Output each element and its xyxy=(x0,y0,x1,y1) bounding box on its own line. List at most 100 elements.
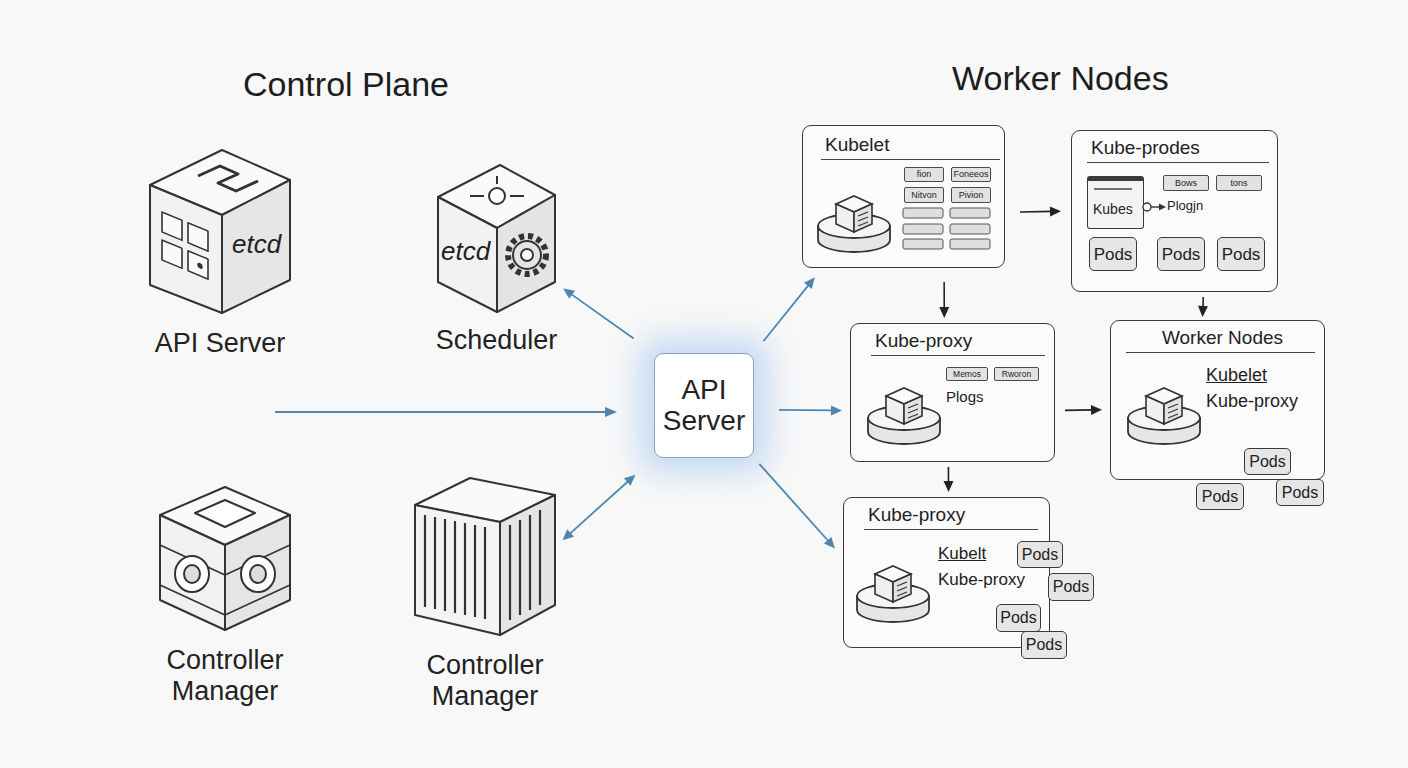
connector-arrow xyxy=(1020,206,1061,216)
pod-box: Pods xyxy=(1196,483,1244,510)
pod-label: Pods xyxy=(1202,489,1238,505)
worker-node-box: KubeletfionFoneeosNitvonPivion xyxy=(802,125,1005,268)
component-caption: Scheduler xyxy=(393,325,600,356)
pod-label: Pods xyxy=(1222,246,1261,263)
arrow-head xyxy=(831,405,842,415)
node-text: Plogs xyxy=(946,388,1026,405)
gear-hole xyxy=(521,249,533,261)
connector-line xyxy=(779,409,833,411)
connector-arrow xyxy=(763,277,814,341)
arrow-head xyxy=(1198,306,1208,317)
tag-pill: tons xyxy=(1216,175,1262,191)
block-top-square xyxy=(195,500,255,527)
cube-right xyxy=(497,195,555,312)
pod-label: Pods xyxy=(1026,637,1062,653)
pod-box: Pods xyxy=(1276,479,1324,506)
block-left xyxy=(160,515,225,630)
pill-label: Pivion xyxy=(959,191,984,200)
grid-square xyxy=(162,212,182,240)
pod-box: Pods xyxy=(1217,237,1265,271)
block-wheel-hub xyxy=(184,565,200,583)
component-icon: etcdAPI Server xyxy=(150,150,290,313)
connector-line xyxy=(759,464,829,542)
connector-line xyxy=(569,481,629,535)
cube-grid xyxy=(162,212,208,279)
pod-box: Pods xyxy=(996,604,1041,632)
pod-label: Pods xyxy=(1094,246,1133,263)
pod-box: Pods xyxy=(1021,631,1067,659)
connector-line xyxy=(1020,211,1052,213)
node-text: Kubelet xyxy=(1206,365,1318,386)
connector-line xyxy=(1202,297,1204,308)
block-right xyxy=(225,515,290,630)
tag-pill: Pivion xyxy=(951,187,991,203)
connector-line xyxy=(1065,409,1093,411)
connector-line xyxy=(570,294,633,339)
component-icon: etcdScheduler xyxy=(438,165,555,312)
node-text: Kubes xyxy=(1093,201,1143,217)
node-label: API Server xyxy=(655,375,753,437)
pod-box: Pods xyxy=(1157,237,1205,271)
block-wheel-hub xyxy=(250,565,266,583)
section-heading: Worker Nodes xyxy=(952,60,1169,97)
connector-arrow xyxy=(759,464,835,548)
api-server-hub: API Server xyxy=(654,353,754,458)
connector-arrow xyxy=(1065,405,1102,415)
section-heading: Control Plane xyxy=(243,66,449,103)
component-caption: Controller Manager xyxy=(385,650,585,712)
pill-label: Nitvon xyxy=(911,191,937,200)
connector-line xyxy=(948,467,950,483)
pill-label: fion xyxy=(917,170,932,179)
pill-label: Memos xyxy=(953,370,981,379)
tag-pill: fion xyxy=(904,167,944,182)
pod-label: Pods xyxy=(1282,485,1318,501)
connector-arrow xyxy=(563,288,633,338)
tag-pill: Rworon xyxy=(994,367,1039,381)
block-wheel xyxy=(241,556,275,592)
icon-text: etcd xyxy=(441,237,501,267)
node-heading: Kube-proxy xyxy=(864,504,1038,530)
connector-arrow xyxy=(1198,297,1208,317)
top-lines xyxy=(470,176,524,196)
cube-left xyxy=(150,185,222,313)
pod-box: Pods xyxy=(1017,541,1063,568)
component-caption: Controller Manager xyxy=(125,645,325,707)
block-layers xyxy=(160,545,290,615)
inbound-arrow xyxy=(275,407,617,417)
rack-side xyxy=(500,495,555,635)
node-text: Kube-proxy xyxy=(1206,391,1318,412)
arrow-head xyxy=(1091,405,1102,415)
pod-box: Pods xyxy=(1048,573,1094,601)
inbound-head xyxy=(605,407,617,417)
node-heading: Worker Nodes xyxy=(1126,327,1315,353)
pod-box: Pods xyxy=(1244,448,1291,475)
component-caption: API Server xyxy=(110,328,330,359)
arrow-head xyxy=(562,529,574,540)
scheduler-cube xyxy=(438,165,555,312)
inbound-line xyxy=(275,411,608,413)
component-icon: Controller Manager xyxy=(160,485,290,630)
tag-pill: Memos xyxy=(946,367,988,381)
arrow-head xyxy=(804,277,815,289)
component-icon: Controller Manager xyxy=(415,475,555,635)
arrow-head xyxy=(624,475,636,486)
window-box: Kubes xyxy=(1087,176,1144,229)
arrow-head xyxy=(1050,206,1061,216)
gear-teeth xyxy=(508,236,546,274)
pod-label: Pods xyxy=(1249,454,1285,470)
icon-text: etcd xyxy=(232,230,292,260)
pill-label: tons xyxy=(1230,179,1247,188)
worker-node-box: Kube-proxyKubeltKube-proxyPodsPodsPodsPo… xyxy=(843,497,1050,648)
pill-label: Bows xyxy=(1175,179,1197,188)
connector-arrow xyxy=(562,475,635,541)
arrow-head xyxy=(563,288,575,298)
pill-label: Rworon xyxy=(1002,370,1031,379)
worker-node-box: Worker NodesKubeletKube-proxyPodsPodsPod… xyxy=(1110,320,1325,480)
pill-label: Foneeos xyxy=(953,170,988,179)
pod-label: Pods xyxy=(1162,246,1201,263)
controller-rack xyxy=(415,478,555,635)
connector-arrow xyxy=(779,405,842,415)
controller-block xyxy=(160,487,290,630)
connector-arrow xyxy=(943,467,953,492)
